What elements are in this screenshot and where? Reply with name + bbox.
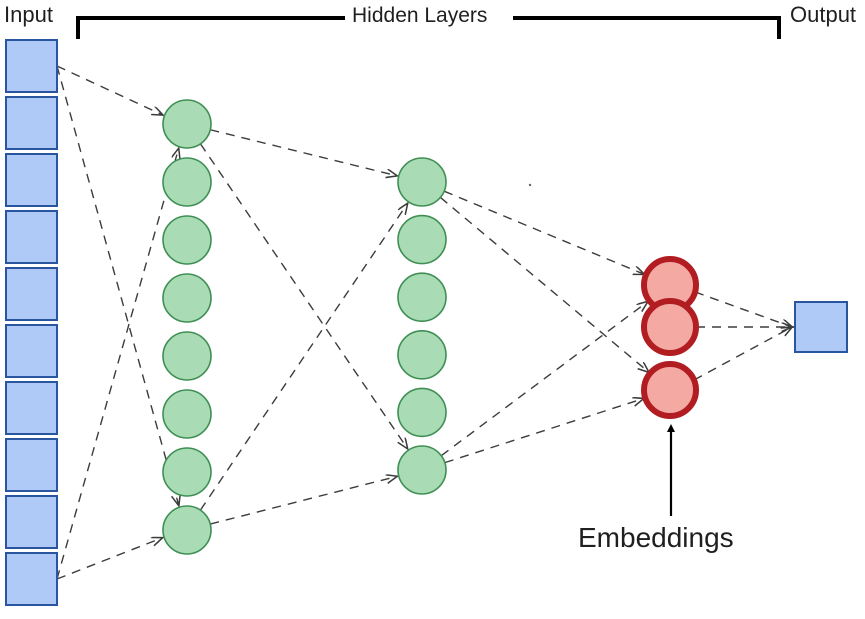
- input-label: Input: [4, 2, 53, 27]
- hidden-node: [397, 329, 447, 380]
- hidden-node: [397, 387, 447, 438]
- input-node: [5, 495, 58, 549]
- embedding-layer: [641, 256, 699, 419]
- hidden-node: [162, 273, 212, 323]
- connection-edge: [199, 204, 407, 511]
- hidden-node: [397, 214, 447, 265]
- connection-edge: [199, 143, 407, 449]
- embedding-node: [641, 298, 699, 356]
- connection-edge: [56, 538, 162, 580]
- hidden-layers-bracket: [76, 16, 781, 39]
- connection-edge: [56, 65, 179, 505]
- connection-edge: [56, 149, 179, 580]
- input-node: [5, 96, 58, 150]
- hidden-node: [397, 272, 447, 323]
- hidden-node: [397, 157, 447, 207]
- connection-edge: [694, 291, 792, 327]
- hidden-layers-label: Hidden Layers: [349, 4, 491, 28]
- bracket-right: [513, 16, 781, 39]
- input-node: [5, 153, 58, 207]
- output-label: Output: [790, 2, 857, 27]
- hidden-node: [162, 331, 212, 381]
- input-node: [5, 438, 58, 492]
- hidden-node: [162, 99, 212, 149]
- input-layer: [5, 39, 58, 606]
- bracket-left: [76, 16, 345, 39]
- input-node: [5, 39, 58, 93]
- embeddings-label: Embeddings: [578, 522, 734, 553]
- connection-edge: [693, 327, 792, 381]
- embedding-node: [641, 361, 699, 419]
- input-node: [5, 324, 58, 378]
- input-node: [5, 210, 58, 264]
- output-layer: [794, 301, 848, 353]
- hidden-layer-2: [397, 157, 447, 495]
- input-node: [5, 552, 58, 606]
- stray-dot-artifact: [528, 183, 532, 187]
- input-node: [5, 381, 58, 435]
- input-node: [5, 267, 58, 321]
- output-node: [794, 301, 848, 353]
- connection-edge: [439, 196, 648, 372]
- hidden-layer-1: [162, 99, 212, 555]
- hidden-node: [397, 445, 447, 495]
- hidden-node: [162, 447, 212, 497]
- hidden-node: [162, 389, 212, 439]
- connection-edge: [443, 190, 644, 274]
- connection-edge: [440, 302, 647, 457]
- connection-edges: [56, 65, 792, 580]
- hidden-node: [162, 505, 212, 555]
- hidden-node: [162, 157, 212, 207]
- connection-edge: [210, 476, 397, 525]
- connection-edge: [56, 65, 163, 115]
- hidden-node: [162, 215, 212, 265]
- connection-edge: [210, 129, 396, 176]
- connection-edge: [444, 399, 644, 464]
